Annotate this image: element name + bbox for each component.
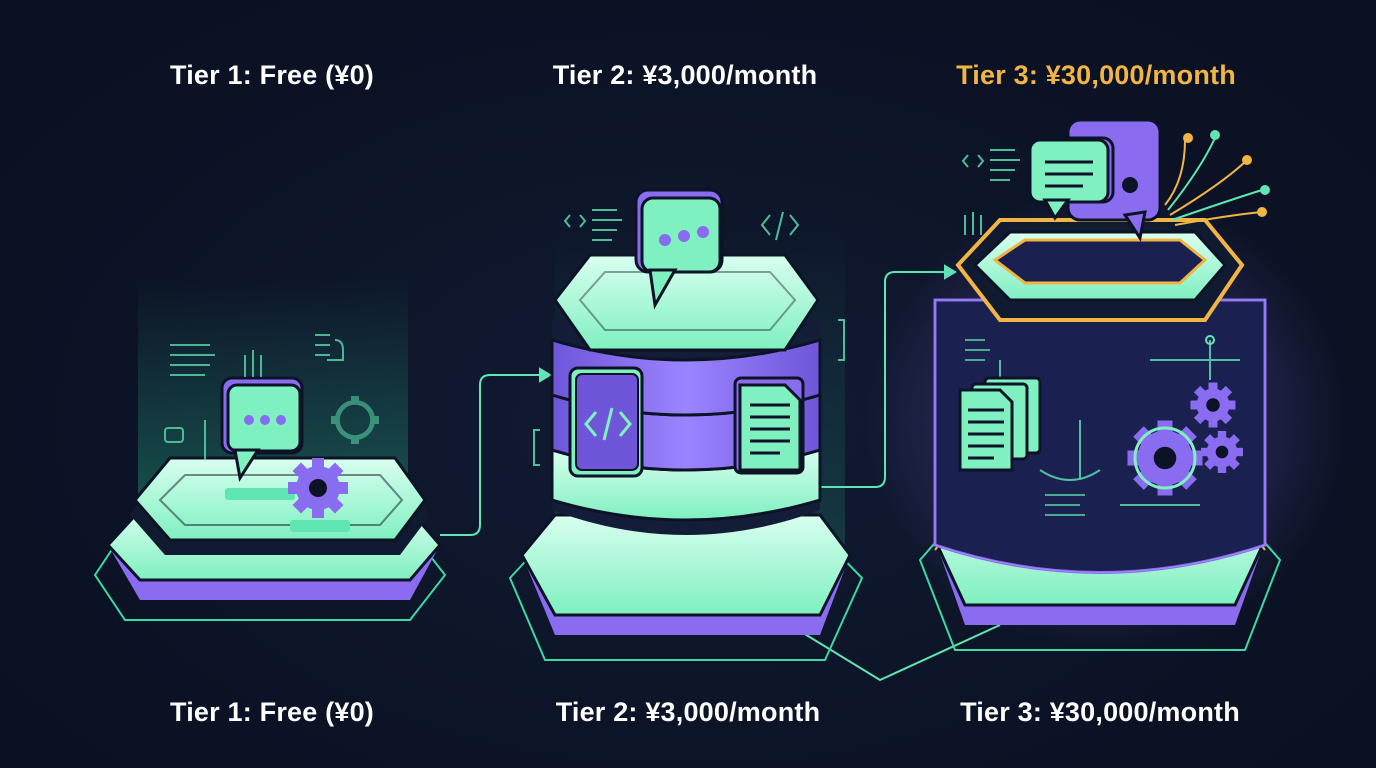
chat-bubble-icon xyxy=(1028,118,1162,242)
gear-icon xyxy=(1127,382,1243,496)
chat-bubble-icon xyxy=(634,188,724,310)
network-icon xyxy=(1164,130,1270,226)
tier-2-bottom-label: Tier 2: ¥3,000/month xyxy=(555,697,821,727)
document-icon xyxy=(958,376,1042,472)
gear-icon xyxy=(331,396,379,444)
code-icon xyxy=(568,366,644,478)
code-icon xyxy=(961,149,1020,235)
tier-2-platform xyxy=(508,230,864,661)
tier-1-platform xyxy=(93,278,447,621)
chat-bubble-icon xyxy=(220,376,304,483)
sliders-icon xyxy=(164,334,344,460)
tier-2-top-label: Tier 2: ¥3,000/month xyxy=(552,60,818,90)
tier-1-top-label: Tier 1: Free (¥0) xyxy=(170,60,374,90)
tier-3-top-label: Tier 3: ¥30,000/month xyxy=(956,60,1236,90)
code-icon xyxy=(533,209,845,466)
tier-1-bottom-label: Tier 1: Free (¥0) xyxy=(170,697,374,727)
tier-3-platform xyxy=(865,190,1345,651)
document-icon xyxy=(733,376,805,475)
gear-icon xyxy=(288,458,348,518)
tier-3-bottom-label: Tier 3: ¥30,000/month xyxy=(960,697,1240,727)
